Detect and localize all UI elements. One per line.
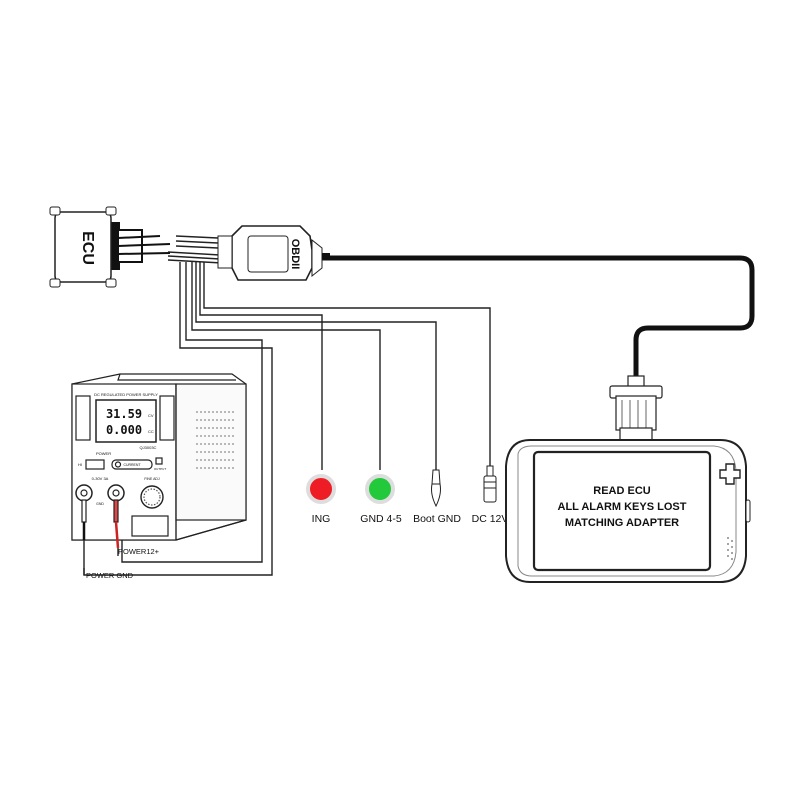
gnd45-connector [365,474,395,504]
wire-power-gnd [83,262,273,576]
wire-gnd45 [191,262,381,470]
psu-display [95,399,157,443]
dc12v-label: DC 12V [472,513,509,525]
psu-power-button[interactable] [85,459,105,470]
dc12v-jack [483,465,497,503]
psu-current-btn-label: CURRENT [123,463,141,467]
power-positive-label: POWER12+ [118,547,160,556]
power-gnd-label: POWER GND [86,571,134,580]
psu-current: 0.000 [106,423,142,437]
psu-vents [196,411,236,469]
psu-range-label: 0-30V 3A [92,476,109,481]
psu-fine-label: FINE ADJ [144,477,160,481]
screen-line-3: MATCHING ADAPTER [565,517,679,529]
wire-harness [83,235,755,576]
boot-gnd-label: Boot GND [413,513,461,525]
wire-dc12v [203,262,491,466]
gnd45-label: GND 4-5 [360,513,402,525]
psu-current-button[interactable] [111,459,153,470]
psu-power-label: POWER [96,451,111,456]
power-supply: DC REGULATED POWER SUPPLY 31.59 CV 0.000… [71,373,247,549]
obd-label: OBDII [289,239,301,270]
ing-label: ING [312,513,331,525]
obd-connector: OBDII [217,225,330,281]
psu-header: DC REGULATED POWER SUPPLY [94,392,158,397]
tablet-screen [532,450,712,572]
ecu-module: ECU [49,206,171,288]
screen-line-2: ALL ALARM KEYS LOST [558,501,687,513]
boot-gnd-clip [431,469,441,508]
psu-voltage: 31.59 [106,407,142,421]
wire-power-pos [121,262,263,563]
obd-main-cable [322,255,755,378]
wire-boot-gnd [195,262,437,470]
ecu-label: ECU [79,231,96,265]
db-connector [609,375,663,441]
psu-current-unit: CC [148,429,154,434]
psu-adjust-knob[interactable] [140,485,164,509]
psu-model: QJ3003C [140,445,157,450]
screen-line-1: READ ECU [593,485,651,497]
psu-output-label: OUTPUT [154,467,167,471]
psu-probe-leads [81,499,120,549]
dpad-icon[interactable] [719,463,741,485]
speaker-grille [727,537,733,560]
psu-side-label: HI [78,462,82,467]
ing-connector [306,474,336,504]
diagnostic-tablet [505,375,751,583]
psu-gnd-label: GND [96,502,104,506]
wire-ing [199,262,323,470]
psu-voltage-unit: CV [148,413,154,418]
